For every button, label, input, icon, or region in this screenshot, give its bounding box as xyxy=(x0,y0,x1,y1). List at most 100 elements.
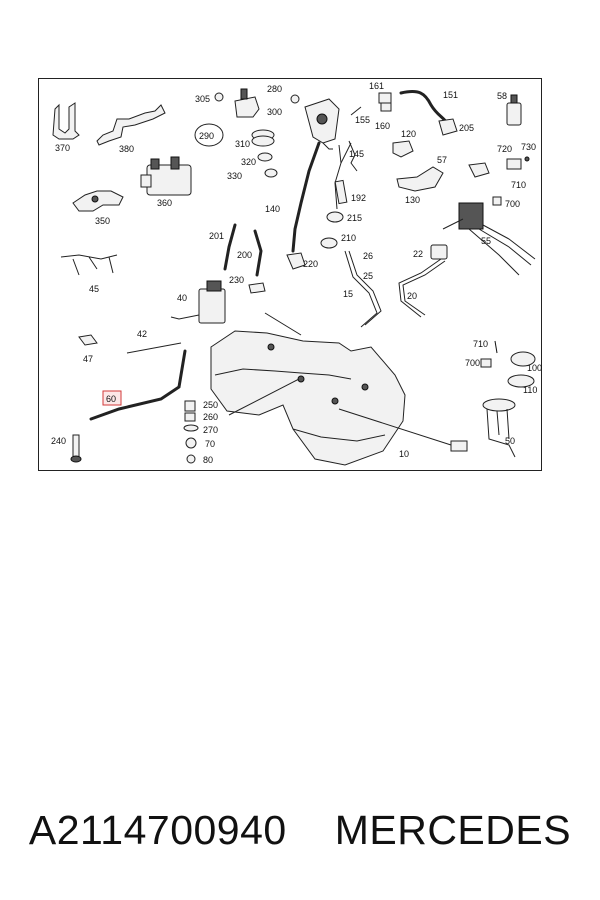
pump-40 xyxy=(170,280,226,324)
line-25 xyxy=(344,250,378,328)
seal-310 xyxy=(251,129,275,147)
hose-200 xyxy=(253,229,263,277)
label-730: 730 xyxy=(521,142,536,152)
label-45: 45 xyxy=(89,284,99,294)
label-25: 25 xyxy=(363,271,373,281)
seal-110 xyxy=(507,374,535,388)
label-47: 47 xyxy=(83,354,93,364)
label-700b: 700 xyxy=(465,358,480,368)
label-300: 300 xyxy=(267,107,282,117)
bracket-370 xyxy=(52,102,80,140)
valve-160 xyxy=(380,102,392,112)
highlight-60 xyxy=(102,390,122,406)
clip-161 xyxy=(378,92,392,104)
label-305: 305 xyxy=(195,94,210,104)
bolt-240 xyxy=(70,434,82,463)
label-15: 15 xyxy=(343,289,353,299)
wiring-45 xyxy=(60,254,118,276)
label-100: 100 xyxy=(527,363,542,373)
label-205: 205 xyxy=(459,123,474,133)
label-350: 350 xyxy=(95,216,110,226)
hose-151 xyxy=(399,90,449,125)
filler-pipe xyxy=(291,98,340,253)
ring-330 xyxy=(264,168,278,178)
label-700a: 700 xyxy=(505,199,520,209)
vent-line xyxy=(334,144,342,210)
label-310: 310 xyxy=(235,139,250,149)
label-155: 155 xyxy=(355,115,370,125)
label-260: 260 xyxy=(203,412,218,422)
sensor-58 xyxy=(506,94,522,126)
label-370: 370 xyxy=(55,143,70,153)
label-55: 55 xyxy=(481,236,491,246)
label-710a: 710 xyxy=(511,180,526,190)
pin-730 xyxy=(524,156,530,162)
label-280: 280 xyxy=(267,84,282,94)
label-58: 58 xyxy=(497,91,507,101)
filter-22 xyxy=(430,244,448,260)
line-25b xyxy=(348,250,382,326)
brand-name: MERCEDES xyxy=(334,806,572,853)
label-140: 140 xyxy=(265,204,280,214)
line-42 xyxy=(126,342,182,354)
label-330: 330 xyxy=(227,171,242,181)
label-50: 50 xyxy=(505,436,515,446)
label-40: 40 xyxy=(177,293,187,303)
holder-220 xyxy=(286,252,306,270)
label-380: 380 xyxy=(119,144,134,154)
label-145: 145 xyxy=(349,149,364,159)
label-10: 10 xyxy=(399,449,409,459)
label-710b: 710 xyxy=(473,339,488,349)
pin-710b xyxy=(494,340,498,354)
label-270: 270 xyxy=(203,425,218,435)
label-320: 320 xyxy=(241,157,256,167)
label-250: 250 xyxy=(203,400,218,410)
label-220: 220 xyxy=(303,259,318,269)
vent-line-b xyxy=(340,142,352,164)
fitting-280 xyxy=(290,94,300,104)
clip-230 xyxy=(248,282,266,294)
label-290: 290 xyxy=(199,131,214,141)
label-151: 151 xyxy=(443,90,458,100)
label-26: 26 xyxy=(363,251,373,261)
label-215: 215 xyxy=(347,213,362,223)
label-22: 22 xyxy=(413,249,423,259)
label-230: 230 xyxy=(229,275,244,285)
valve-205 xyxy=(438,118,458,136)
label-42: 42 xyxy=(137,329,147,339)
bracket-380 xyxy=(96,104,166,146)
label-60: 60 xyxy=(106,394,116,404)
clip-700a xyxy=(492,196,502,206)
label-160: 160 xyxy=(375,121,390,131)
clamp-210 xyxy=(320,237,338,249)
filter-192 xyxy=(334,179,348,205)
clip-305 xyxy=(214,92,224,102)
label-120: 120 xyxy=(401,129,416,139)
hose-145 xyxy=(348,140,358,172)
pad-47 xyxy=(78,334,98,346)
part-number: A2114700940 xyxy=(28,806,287,853)
line-20b xyxy=(402,260,446,316)
label-57: 57 xyxy=(437,155,447,165)
label-161: 161 xyxy=(369,81,384,91)
label-360: 360 xyxy=(157,198,172,208)
harness-55 xyxy=(442,202,536,276)
cap-300 xyxy=(234,88,260,118)
bracket-350 xyxy=(72,190,124,212)
bracket-130 xyxy=(396,166,444,192)
clip-720 xyxy=(506,158,522,170)
ring-320 xyxy=(257,152,273,162)
label-20: 20 xyxy=(407,291,417,301)
hardware-stack xyxy=(183,400,199,464)
strap-60 xyxy=(89,349,187,421)
label-720: 720 xyxy=(497,144,512,154)
label-210: 210 xyxy=(341,233,356,243)
module-360 xyxy=(140,156,192,196)
product-caption: A2114700940 MERCEDES xyxy=(0,800,600,860)
ring-100 xyxy=(510,351,536,367)
leader-155 xyxy=(350,106,362,116)
parts-diagram: 370 380 360 350 305 280 290 300 310 320 … xyxy=(38,78,542,471)
label-70: 70 xyxy=(205,439,215,449)
label-200: 200 xyxy=(237,250,252,260)
tank-leaders xyxy=(228,312,452,446)
